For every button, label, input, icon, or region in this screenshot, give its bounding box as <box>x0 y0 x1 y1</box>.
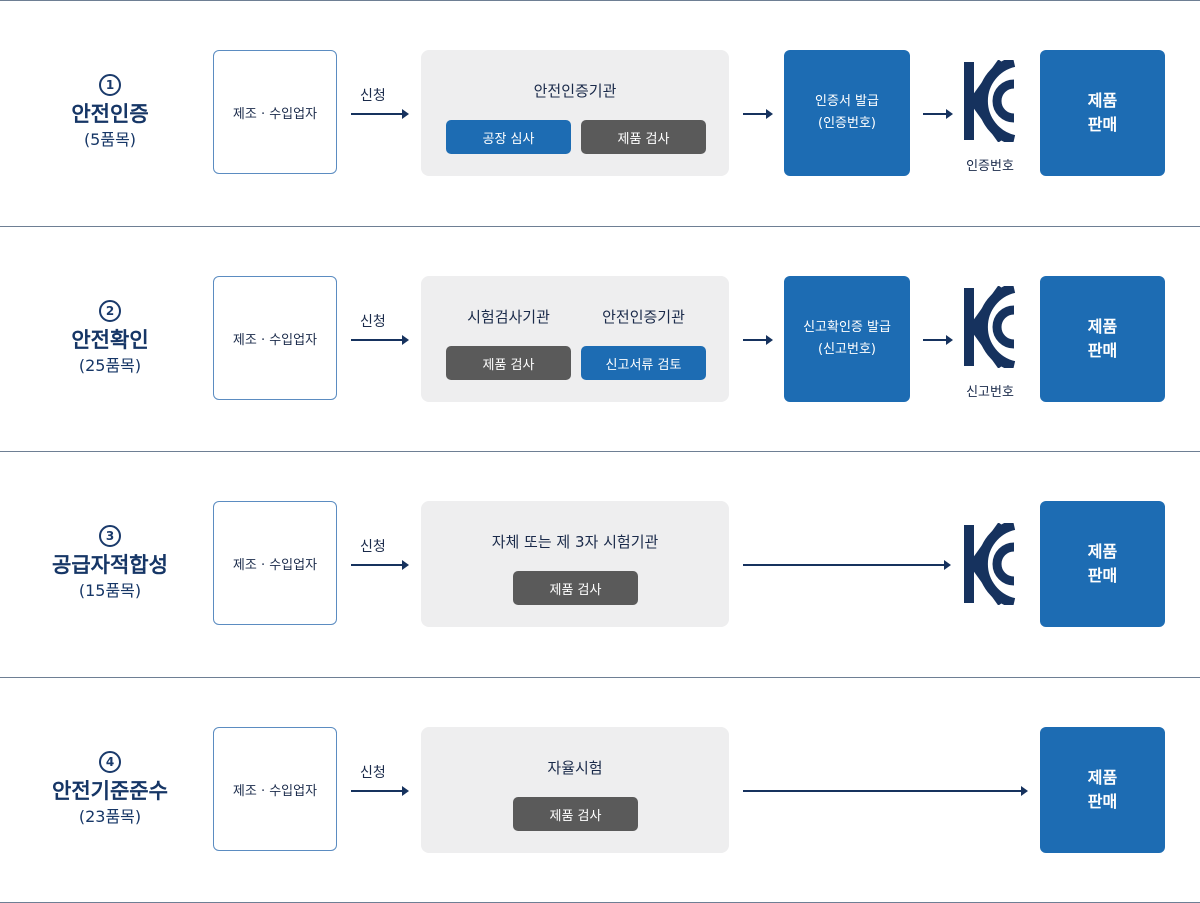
row-label: 2 안전확인 (25품목) <box>20 226 200 451</box>
row-divider <box>0 451 1200 452</box>
arrow-icon <box>351 786 409 796</box>
step-number: 4 <box>99 750 121 773</box>
sale-text: 제품 <box>1087 542 1118 561</box>
document-review-box: 신고서류 검토 <box>581 346 706 380</box>
row-safety-standard-compliance: 4 안전기준준수 (23품목) 제조 · 수입업자 신청 자율시험 제품 검사 … <box>0 677 1200 902</box>
product-test-box: 제품 검사 <box>513 571 638 605</box>
manufacturer-box: 제조 · 수입업자 <box>213 727 337 851</box>
sale-text: 제품 <box>1087 91 1118 110</box>
panel-title-left: 시험검사기관 <box>467 308 550 326</box>
kc-label: 신고번호 <box>966 385 1014 400</box>
factory-audit-box: 공장 심사 <box>446 120 571 154</box>
row-label: 3 공급자적합성 (15품목) <box>20 451 200 676</box>
row-label: 4 안전기준준수 (23품목) <box>20 677 200 902</box>
arrow-icon <box>743 109 773 119</box>
row-label: 1 안전인증 (5품목) <box>20 0 200 225</box>
sale-text: 판매 <box>1087 341 1118 360</box>
arrow-icon <box>743 335 773 345</box>
arrow-icon <box>743 786 1028 796</box>
arrow-icon <box>351 335 409 345</box>
apply-label: 신청 <box>360 314 386 330</box>
row-divider <box>0 677 1200 678</box>
manufacturer-box: 제조 · 수입업자 <box>213 501 337 625</box>
row-supplier-conformity: 3 공급자적합성 (15품목) 제조 · 수입업자 신청 자체 또는 제 3자 … <box>0 451 1200 676</box>
institution-panel: 자체 또는 제 3자 시험기관 제품 검사 <box>421 501 729 627</box>
issue-subtext: (신고번호) <box>818 342 876 357</box>
arrow-icon <box>351 560 409 570</box>
product-test-box: 제품 검사 <box>581 120 706 154</box>
row-subtitle: (15품목) <box>78 580 142 600</box>
arrow-icon <box>923 335 953 345</box>
apply-label: 신청 <box>360 539 386 555</box>
issue-text: 인증서 발급 <box>815 94 879 109</box>
product-test-box: 제품 검사 <box>513 797 638 831</box>
sale-text: 제품 <box>1087 317 1118 336</box>
row-subtitle: (23품목) <box>78 806 142 826</box>
row-divider <box>0 226 1200 227</box>
kc-mark-icon <box>964 523 1016 605</box>
row-title: 안전인증 <box>71 101 149 126</box>
product-sale-box: 제품 판매 <box>1040 501 1165 627</box>
row-title: 안전기준준수 <box>52 778 168 803</box>
sale-text: 판매 <box>1087 566 1118 585</box>
row-subtitle: (5품목) <box>83 129 137 149</box>
row-subtitle: (25품목) <box>78 355 142 375</box>
panel-title: 자체 또는 제 3자 시험기관 <box>491 533 659 551</box>
kc-label: 인증번호 <box>966 159 1014 174</box>
product-sale-box: 제품 판매 <box>1040 727 1165 853</box>
sale-text: 제품 <box>1087 768 1118 787</box>
kc-mark-icon <box>964 60 1016 142</box>
step-number: 3 <box>99 524 121 547</box>
apply-label: 신청 <box>360 88 386 104</box>
apply-label: 신청 <box>360 765 386 781</box>
confirmation-issue-box: 신고확인증 발급 (신고번호) <box>784 276 910 402</box>
certificate-issue-box: 인증서 발급 (인증번호) <box>784 50 910 176</box>
row-safety-confirmation: 2 안전확인 (25품목) 제조 · 수입업자 신청 시험검사기관 안전인증기관… <box>0 226 1200 451</box>
product-test-box: 제품 검사 <box>446 346 571 380</box>
issue-subtext: (인증번호) <box>818 116 876 131</box>
product-sale-box: 제품 판매 <box>1040 50 1165 176</box>
manufacturer-box: 제조 · 수입업자 <box>213 50 337 174</box>
arrow-icon <box>743 560 951 570</box>
issue-text: 신고확인증 발급 <box>803 320 891 335</box>
row-divider <box>0 0 1200 1</box>
institution-panel: 자율시험 제품 검사 <box>421 727 729 853</box>
kc-mark-icon <box>964 286 1016 368</box>
row-title: 공급자적합성 <box>52 552 168 577</box>
step-number: 2 <box>99 299 121 322</box>
sale-text: 판매 <box>1087 115 1118 134</box>
sale-text: 판매 <box>1087 792 1118 811</box>
arrow-icon <box>351 109 409 119</box>
arrow-icon <box>923 109 953 119</box>
panel-title: 자율시험 <box>547 759 603 777</box>
row-safety-certification: 1 안전인증 (5품목) 제조 · 수입업자 신청 안전인증기관 공장 심사 제… <box>0 0 1200 225</box>
step-number: 1 <box>99 73 121 96</box>
institution-panel: 안전인증기관 공장 심사 제품 검사 <box>421 50 729 176</box>
manufacturer-box: 제조 · 수입업자 <box>213 276 337 400</box>
product-sale-box: 제품 판매 <box>1040 276 1165 402</box>
row-title: 안전확인 <box>71 327 149 352</box>
institution-panel: 시험검사기관 안전인증기관 제품 검사 신고서류 검토 <box>421 276 729 402</box>
panel-title-right: 안전인증기관 <box>602 308 685 326</box>
panel-title: 안전인증기관 <box>533 82 617 100</box>
